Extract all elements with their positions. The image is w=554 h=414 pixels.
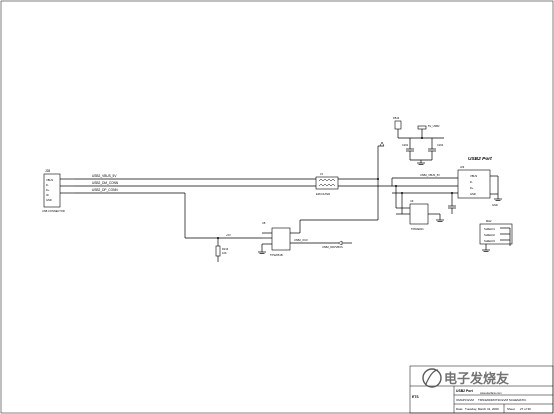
- mh-ref: MH2: [486, 219, 492, 223]
- title-block-date: Tuesday, March 31, 2009: [465, 407, 499, 411]
- watermark-text: 电子发烧友: [444, 371, 509, 387]
- connector-pin-4: ID: [46, 193, 49, 197]
- usb2-port-pin-4: GND: [470, 192, 476, 196]
- esd-value: TPD2E001: [411, 227, 424, 231]
- title-block-sheet-label: Sheet: [507, 407, 515, 411]
- resistor-value: 10K: [222, 251, 227, 255]
- esd-device: U9 TPD2E001: [395, 185, 456, 231]
- filter-value: EMI FILTER: [316, 192, 330, 196]
- power-section: FB13 5V_USB2 C201 C202: [393, 116, 444, 165]
- pullup-resistor: R213 10K: [215, 245, 229, 262]
- title-block-company: OMAP3 EVM: [456, 398, 474, 402]
- switch-value: TPS2051B: [270, 253, 283, 257]
- watermark-site: www.elecfans.com: [480, 391, 501, 395]
- net-dm-label: USB2_DM_CONN: [92, 181, 119, 185]
- usb2-port: USB2 Port J29 VBUS D- D+ GND GND: [457, 156, 502, 207]
- esd-ref: U9: [410, 199, 414, 203]
- filter-ref: L5: [320, 172, 323, 176]
- connector-designator: J28: [45, 169, 50, 173]
- title-block: USB2 Port OMAP3 EVM TMS320DM3730 EVM SCH…: [409, 365, 554, 414]
- usb2-gnd-label: GND: [492, 203, 498, 207]
- title-block-date-label: Date:: [456, 407, 463, 411]
- title-block-ets: ETS: [412, 395, 419, 399]
- usb2-port-pin-2: D-: [470, 180, 473, 184]
- connector-pin-3: D+: [46, 188, 50, 192]
- mh-item-3: SHIELD3: [484, 239, 495, 243]
- title-block-doc: TMS320DM3730 EVM SCHEMATIC: [478, 398, 527, 402]
- net-vbus-label: USB2_VBUS_5V: [92, 174, 117, 178]
- connector-part-label: USB CONNECTOR: [42, 209, 65, 213]
- net-ctl-label: USB2_DRVVBUS: [322, 245, 343, 249]
- watermark-logo: 电子发烧友 www.elecfans.com: [422, 368, 509, 395]
- net-vbus-right-label: USB2_VBUS_5V: [420, 173, 440, 177]
- emi-filter: L5 EMI FILTER: [315, 172, 339, 196]
- ferrite-ref: FB13: [393, 116, 400, 120]
- usb2-port-title: USB2 Port: [468, 156, 492, 162]
- net-oc-label: USB2_OC#: [294, 238, 308, 242]
- cap1-ref: C201: [402, 143, 409, 147]
- connector-pin-5: GND: [46, 198, 52, 202]
- connector-pin-1: VBUS: [46, 178, 53, 182]
- power-switch: U8 TPS2051B USB2_OC# USB2_DRVVBUS: [258, 179, 379, 257]
- net-vbus-in-label: +5V: [226, 233, 231, 237]
- usb2-port-pin-3: D+: [470, 186, 474, 190]
- mh-item-2: SHIELD2: [484, 233, 495, 237]
- usb2-port-ref: J29: [460, 165, 465, 169]
- mh-item-1: SHIELD1: [484, 227, 495, 231]
- title-block-sheet: 27 of 36: [520, 407, 531, 411]
- cap2-ref: C202: [437, 143, 444, 147]
- usb-connector: J28 VBUS D- D+ ID GND USB CONNECTOR: [42, 169, 65, 213]
- connector-pin-2: D-: [46, 183, 49, 187]
- title-block-title: USB2 Port: [456, 389, 474, 393]
- switch-ref: U8: [262, 221, 266, 225]
- mounting-holes: MH2 SHIELD1 SHIELD2 SHIELD3: [479, 219, 513, 252]
- usb2-port-pin-1: VBUS: [470, 174, 477, 178]
- power-rail-label: 5V_USB2: [428, 124, 440, 128]
- resistor-ref: R213: [222, 247, 229, 251]
- net-dp-label: USB2_DP_CONN: [92, 188, 118, 192]
